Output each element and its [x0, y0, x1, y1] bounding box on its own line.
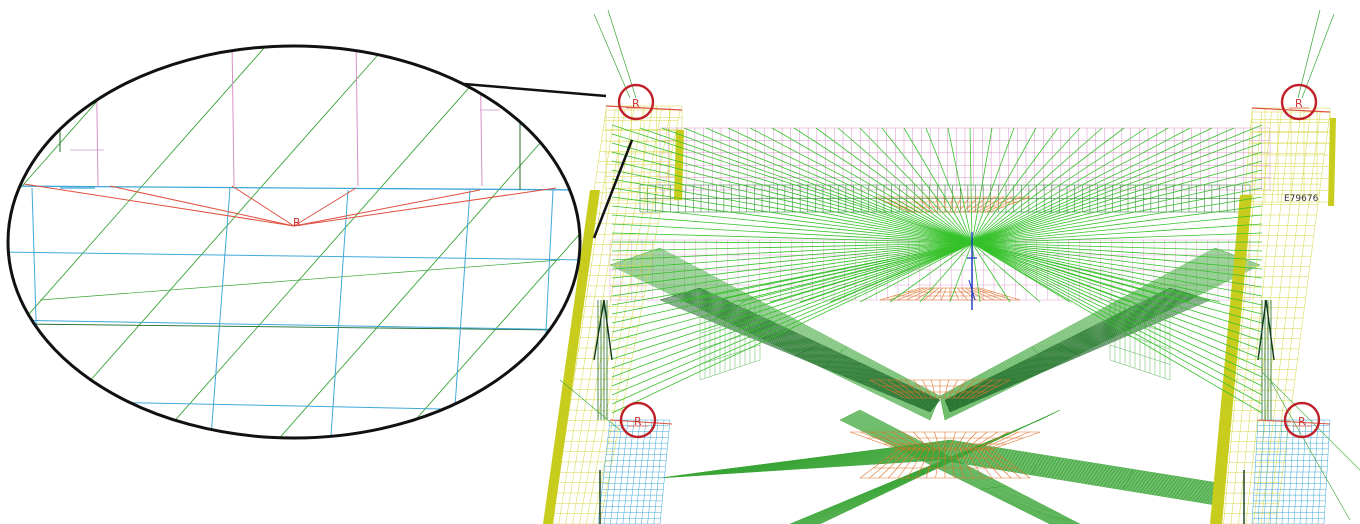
- support-marker-bottom-left: R: [619, 401, 657, 439]
- orange-connection-patches: [849, 196, 1041, 479]
- rigid-link-spider: [611, 124, 1263, 414]
- callout-connector: [463, 82, 634, 239]
- yellow-beam-left: [543, 190, 600, 524]
- zoom-cyan-grid: [8, 185, 580, 438]
- zoom-marker-label: R: [293, 216, 301, 229]
- structure-model: [543, 9, 1360, 524]
- support-marker-bottom-left-circle: [619, 401, 657, 439]
- support-marker-top-right-circle: [1280, 83, 1318, 121]
- support-marker-bottom-right-circle: [1283, 401, 1321, 439]
- support-marker-bottom-left-label: R: [634, 415, 642, 428]
- support-marker-bottom-right: R: [1283, 401, 1321, 439]
- yellow-beam-right-cap: [1328, 118, 1336, 206]
- zoom-red-fan: [23, 183, 557, 227]
- faint-guide-lines: [559, 9, 1360, 521]
- dark-green-stiffeners: [593, 299, 1275, 524]
- yellow-beam-right: [1210, 195, 1252, 524]
- support-marker-top-right-label: R: [1295, 97, 1303, 110]
- zoom-outline: [6, 44, 582, 440]
- element-id-label: E79676: [1284, 194, 1319, 204]
- support-marker-top-left-label: R: [632, 97, 640, 110]
- support-marker-top-left: R: [617, 83, 655, 121]
- pink-slab-mesh: [609, 127, 1271, 301]
- support-markers: R R R R: [617, 83, 1321, 439]
- zoom-detail-view: R: [6, 44, 582, 440]
- support-marker-top-left-circle: [617, 83, 655, 121]
- support-marker-bottom-right-label: R: [1298, 415, 1306, 428]
- support-marker-top-right: R: [1280, 83, 1318, 121]
- center-node-axis: [967, 232, 977, 310]
